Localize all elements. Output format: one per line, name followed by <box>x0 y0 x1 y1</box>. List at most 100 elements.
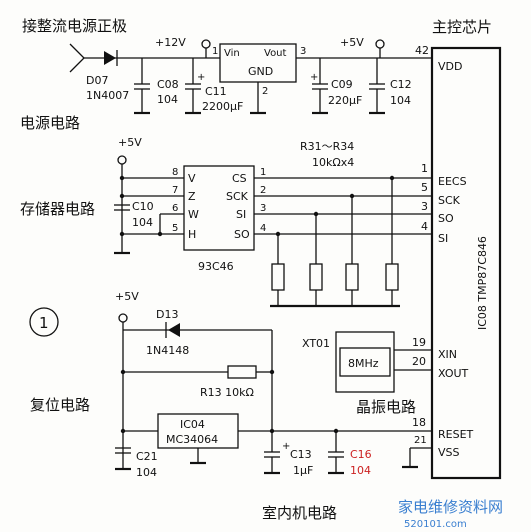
eeprom-pin1-name: CS <box>232 172 247 185</box>
rectifier-label: 接整流电源正极 <box>22 17 127 35</box>
power-circuit-label: 电源电路 <box>20 114 80 132</box>
resistor-r13 <box>227 365 257 379</box>
watermark-url: 520101.com <box>404 519 467 530</box>
v5-memory-terminal <box>117 155 127 165</box>
eeprom-pin3-num: 3 <box>260 203 266 214</box>
reg-pin2: 2 <box>262 86 268 97</box>
section-number: 1 <box>39 314 49 332</box>
c10-val: 104 <box>132 216 153 229</box>
d07-part: 1N4007 <box>86 89 129 102</box>
c11-ref: C11 <box>205 85 227 98</box>
mcu-block: 主控芯片 IC08 TMP87C846 VDD EECS SCK SO SI X… <box>412 18 502 480</box>
pin-name-vss: VSS <box>438 446 460 459</box>
c12-val: 104 <box>390 94 411 107</box>
v5-reset-terminal <box>118 313 128 323</box>
c21-val: 104 <box>136 466 157 479</box>
eeprom-pin8-num: 8 <box>172 167 178 178</box>
c08-ref: C08 <box>157 78 179 91</box>
diode-d13-icon <box>168 323 180 337</box>
section-number-circle <box>29 307 59 337</box>
pin-name-si: SI <box>438 232 448 245</box>
eeprom-pin4-name: SO <box>234 228 250 241</box>
c09-plus: + <box>310 72 318 83</box>
v12-terminal <box>201 39 211 49</box>
crystal-freq: 8MHz <box>348 357 379 370</box>
reg-pin3: 3 <box>300 46 306 57</box>
indoor-circuit-label: 室内机电路 <box>262 504 337 522</box>
main-chip-label: 主控芯片 <box>432 18 492 36</box>
pin-name-sck: SCK <box>438 194 461 207</box>
eeprom-93c46 <box>183 165 255 251</box>
pin-num-18: 18 <box>412 416 426 429</box>
pin-name-eecs: EECS <box>438 175 467 188</box>
oscillator-circuit: 8MHz XT01 晶振电路 <box>302 331 432 416</box>
v5-power-terminal <box>375 39 385 49</box>
pin-num-5: 5 <box>421 181 428 194</box>
eeprom-pin5-name: H <box>188 228 196 241</box>
eeprom-pin4-num: 4 <box>260 223 266 234</box>
c12-ref: C12 <box>390 78 412 91</box>
pin-name-reset: RESET <box>438 428 474 441</box>
c13-val: 1μF <box>293 464 313 477</box>
osc-frame <box>335 331 395 393</box>
v5-power-label: +5V <box>340 36 364 49</box>
pin-num-4: 4 <box>421 220 428 233</box>
eeprom-pin5-num: 5 <box>172 223 178 234</box>
d13-ref: D13 <box>156 308 178 321</box>
watermark-text: 家电维修资料网 <box>398 498 503 516</box>
pin-num-1: 1 <box>421 162 428 175</box>
mcu-name: IC08 TMP87C846 <box>476 236 489 330</box>
d13-part: 1N4148 <box>146 344 189 357</box>
pin-name-so: SO <box>438 212 454 225</box>
osc-circuit-label: 晶振电路 <box>356 398 416 416</box>
c08-val: 104 <box>157 93 178 106</box>
pin-name-vdd: VDD <box>438 60 462 73</box>
memory-circuit: 存储器电路 +5V C10 104 93C46 8 7 6 5 V Z W H … <box>20 136 432 308</box>
ic04-ref: IC04 <box>180 418 205 431</box>
reset-circuit-label: 复位电路 <box>30 396 90 414</box>
v5-memory-label: +5V <box>118 136 142 149</box>
eeprom-pin3-name: SI <box>236 208 246 221</box>
eeprom-name: 93C46 <box>198 260 234 273</box>
pin-num-19: 19 <box>412 336 426 349</box>
c10-ref: C10 <box>132 200 154 213</box>
input-arrow <box>69 43 85 73</box>
eeprom-pin7-num: 7 <box>172 185 178 196</box>
pin-name-xout: XOUT <box>438 367 469 380</box>
watermark: 家电维修资料网 520101.com <box>398 498 503 530</box>
reg-pin1: 1 <box>212 46 218 57</box>
eeprom-pin6-num: 6 <box>172 203 178 214</box>
crystal-ref: XT01 <box>302 337 330 350</box>
pin-num-42: 42 <box>415 44 429 57</box>
pin-num-21: 21 <box>414 435 427 446</box>
d07-ref: D07 <box>86 74 108 87</box>
mcu-outline <box>430 46 502 480</box>
crystal-xt01 <box>339 347 391 377</box>
c11-plus: + <box>197 72 205 83</box>
v12-label: +12V <box>155 36 186 49</box>
reset-circuit: 1 复位电路 +5V D13 1N4148 R13 10kΩ IC04 MC34… <box>29 290 432 522</box>
r13-label: R13 10kΩ <box>200 386 254 399</box>
pin-num-3: 3 <box>421 200 428 213</box>
ic04-part: MC34064 <box>166 433 218 446</box>
r31-r34-val: 10kΩx4 <box>312 156 354 169</box>
eeprom-pin2-name: SCK <box>226 190 249 203</box>
eeprom-pin6-name: W <box>188 208 199 221</box>
c16-val: 104 <box>350 464 371 477</box>
eeprom-pin7-name: Z <box>188 190 196 203</box>
eeprom-pin8-name: V <box>188 172 196 185</box>
eeprom-pin1-num: 1 <box>260 167 266 178</box>
v5-reset-label: +5V <box>115 290 139 303</box>
reg-vin: Vin <box>224 48 240 59</box>
power-circuit: 接整流电源正极 电源电路 D07 1N4007 C08 104 + C11 22… <box>20 17 432 132</box>
c13-plus: + <box>282 441 290 452</box>
c09-val: 220μF <box>328 94 362 107</box>
pullup-resistors <box>270 175 400 308</box>
c09-ref: C09 <box>331 78 353 91</box>
c21-ref: C21 <box>136 450 158 463</box>
memory-circuit-label: 存储器电路 <box>20 200 95 218</box>
pin-name-xin: XIN <box>438 348 457 361</box>
eeprom-pin2-num: 2 <box>260 185 266 196</box>
